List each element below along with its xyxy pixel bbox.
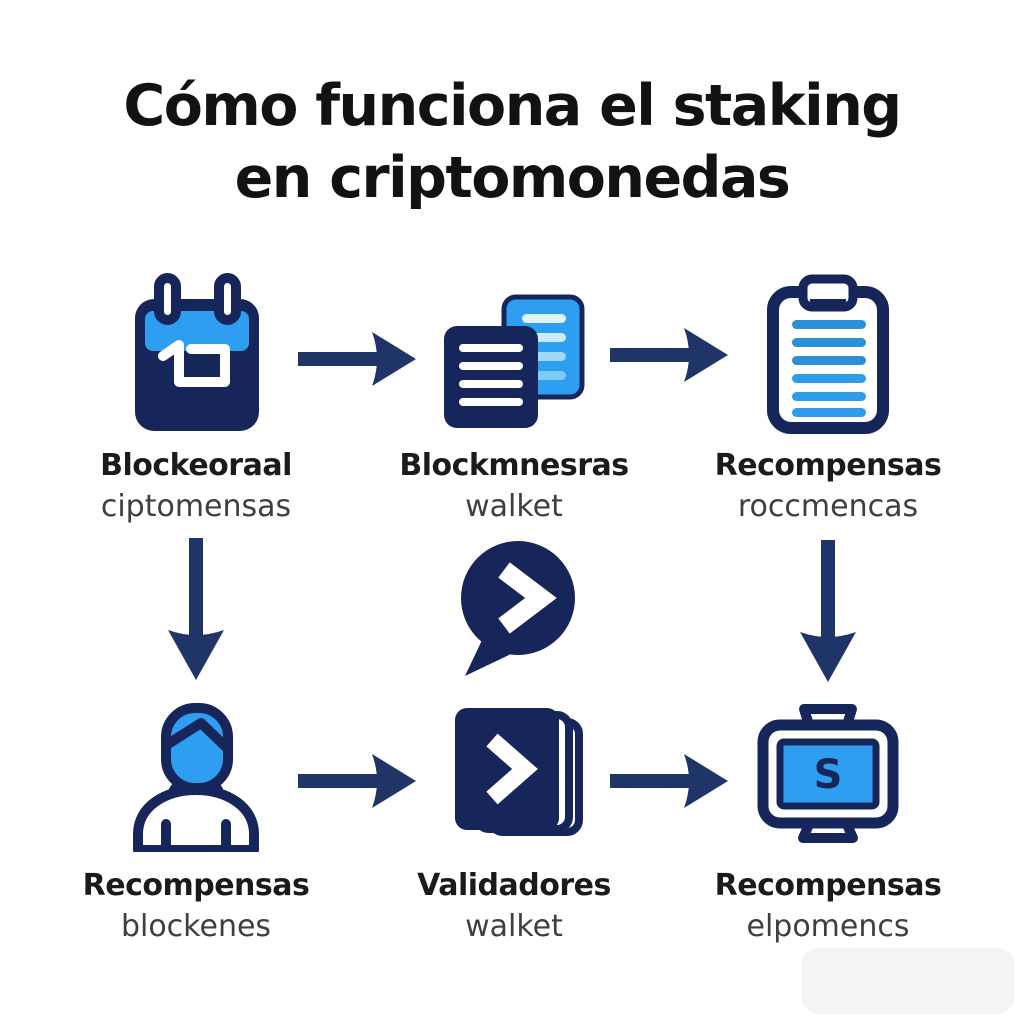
node-title: Blockmnesras — [399, 448, 629, 483]
arrow-right-icon — [296, 748, 418, 818]
clipboard-icon — [764, 274, 892, 436]
node-r2c3-labels: Recompensas elpomencs — [668, 868, 988, 944]
node-subtitle: blockenes — [120, 909, 272, 944]
arrow-right-icon — [608, 322, 730, 392]
speech-bubble-chevron-icon — [447, 536, 585, 682]
watermark-area — [802, 948, 1014, 1014]
node-subtitle: roccmencas — [737, 489, 919, 524]
calendar-icon — [128, 270, 266, 438]
node-subtitle: walket — [465, 909, 563, 944]
node-title: Validadores — [417, 868, 611, 903]
node-subtitle: walket — [465, 489, 563, 524]
monitor-dollar-icon: S — [752, 702, 904, 844]
arrow-right-icon — [608, 748, 730, 818]
node-title: Recompensas — [82, 868, 310, 903]
arrow-down-icon — [164, 538, 228, 688]
node-r2c2-labels: Validadores walket — [354, 868, 674, 944]
title-line-1: Cómo funciona el staking — [123, 73, 902, 139]
node-title: Blockeoraal — [100, 448, 292, 483]
page-title: Cómo funciona el staking en criptomoneda… — [0, 70, 1024, 215]
node-subtitle: elpomencs — [746, 909, 910, 944]
node-title: Recompensas — [714, 868, 942, 903]
person-icon — [124, 700, 268, 852]
node-r1c2-labels: Blockmnesras walket — [354, 448, 674, 524]
arrow-down-icon — [796, 540, 860, 690]
title-line-2: en criptomonedas — [234, 145, 791, 212]
node-subtitle: ciptomensas — [100, 489, 292, 524]
node-r1c3-labels: Recompensas roccmencas — [668, 448, 988, 524]
arrow-right-icon — [296, 326, 418, 396]
books-chevron-icon — [447, 700, 587, 842]
dollar-symbol: S — [814, 752, 843, 798]
stacked-documents-icon — [438, 292, 590, 434]
node-r1c1-labels: Blockeoraal ciptomensas — [36, 448, 356, 524]
node-r2c1-labels: Recompensas blockenes — [36, 868, 356, 944]
node-title: Recompensas — [714, 448, 942, 483]
